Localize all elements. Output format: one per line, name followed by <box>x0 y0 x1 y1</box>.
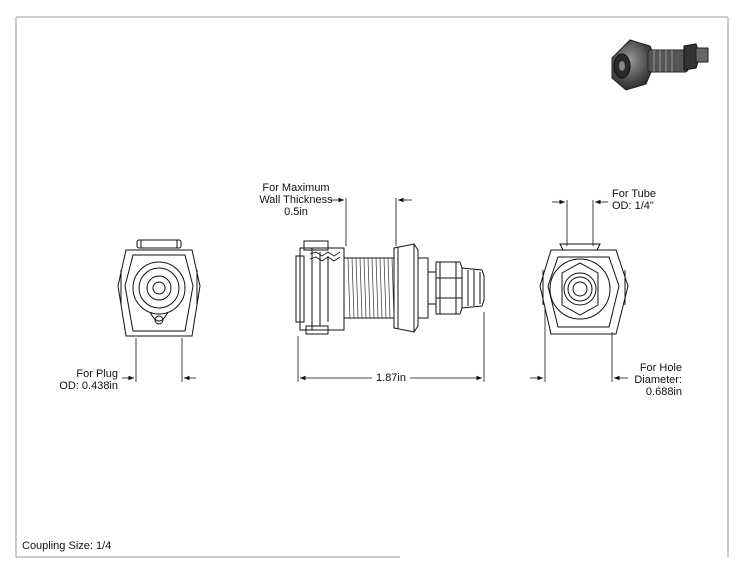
plug-od-line-2: OD: 0.438in <box>59 380 118 392</box>
coupling-size-label: Coupling Size: 1/4 <box>22 540 112 552</box>
tube-od-line-2: OD: 1/4" <box>612 200 654 212</box>
thread-line <box>351 257 355 319</box>
thread-line <box>355 257 359 319</box>
wall-thickness-line-2: Wall Thickness <box>259 194 333 206</box>
thread-line <box>387 257 391 319</box>
thread-line <box>379 257 383 319</box>
right-end-view <box>539 243 629 335</box>
thread-line <box>367 257 371 319</box>
iso-thumbnail <box>611 39 709 91</box>
thread-line <box>347 257 351 319</box>
wall-thickness-line-3: 0.5in <box>284 206 308 218</box>
sheet-border <box>15 16 729 558</box>
dimension-lines <box>122 197 628 382</box>
hole-diameter-line-3: 0.688in <box>645 386 682 398</box>
thread-line <box>383 257 387 319</box>
hole-diameter-label: For Hole Diameter: 0.688in <box>620 362 682 398</box>
wall-thickness-line-1: For Maximum <box>262 182 330 194</box>
overall-length-label: 1.87in <box>376 372 406 384</box>
hole-diameter-line-2: Diameter: <box>634 374 682 386</box>
side-view-nut <box>393 243 485 333</box>
thread-line <box>375 257 379 319</box>
plug-od-line-1: For Plug <box>76 368 118 380</box>
left-end-view <box>117 239 201 337</box>
plug-od-label: For Plug OD: 0.438in <box>40 368 118 392</box>
tube-od-label: For Tube OD: 1/4" <box>612 188 656 212</box>
tube-od-line-1: For Tube <box>612 188 657 200</box>
thread-line <box>363 257 367 319</box>
thread-line <box>371 257 375 319</box>
hole-diameter-line-1: For Hole <box>639 362 682 374</box>
thread-lines <box>347 257 395 319</box>
thread-line <box>359 257 363 319</box>
wall-thickness-label: For Maximum Wall Thickness 0.5in <box>246 182 346 218</box>
